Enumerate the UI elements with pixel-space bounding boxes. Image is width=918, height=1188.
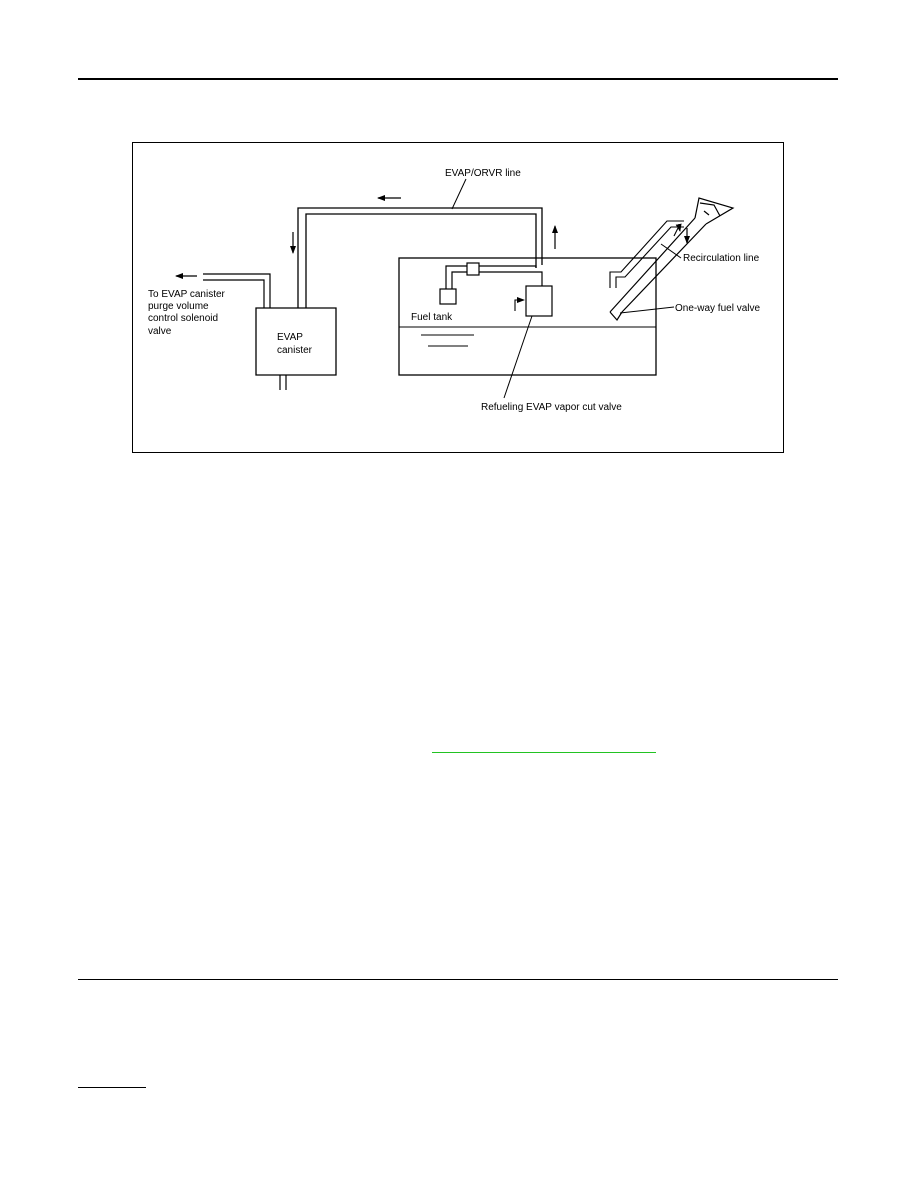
refueling-valve-leader xyxy=(503,315,533,399)
refueling-vapor-cut-valve xyxy=(525,285,553,317)
evap-orvr-pipe xyxy=(297,207,543,308)
label-to-canister-1: To EVAP canister xyxy=(148,289,226,300)
label-refueling-valve: Refueling EVAP vapor cut valve xyxy=(481,402,622,413)
vapor-flow-arrow xyxy=(514,297,525,311)
footer-rule xyxy=(78,979,838,980)
recirculation-pipe xyxy=(609,220,684,288)
recirculation-leader xyxy=(660,243,682,259)
label-to-canister-2: purge volume xyxy=(148,301,209,312)
fuel-tank xyxy=(398,257,657,376)
evap-orvr-leader xyxy=(451,178,467,210)
label-to-canister-3: control solenoid xyxy=(148,313,218,324)
recirculation-flow-arrow xyxy=(673,223,682,237)
label-evap-orvr-line: EVAP/ORVR line xyxy=(445,168,521,179)
purge-pipe xyxy=(203,273,271,308)
header-rule xyxy=(78,78,838,80)
label-one-way-fuel-valve: One-way fuel valve xyxy=(675,303,760,314)
filler-neck xyxy=(609,197,735,322)
label-fuel-tank: Fuel tank xyxy=(411,312,453,323)
tank-internal-pipe xyxy=(445,265,543,289)
small-valve-box xyxy=(466,262,480,276)
label-recirculation-line: Recirculation line xyxy=(683,253,760,264)
footer-short-rule xyxy=(78,1087,146,1088)
float-box xyxy=(439,288,457,305)
evap-canister xyxy=(255,307,337,376)
label-to-canister-4: valve xyxy=(148,326,172,337)
label-evap-canister-2: canister xyxy=(277,345,313,356)
diagram-frame xyxy=(132,142,784,453)
hyperlink-underline[interactable] xyxy=(432,752,656,753)
label-evap-canister-1: EVAP xyxy=(277,332,303,343)
canister-drain-pipe xyxy=(279,375,287,390)
one-way-valve-leader xyxy=(619,306,675,314)
